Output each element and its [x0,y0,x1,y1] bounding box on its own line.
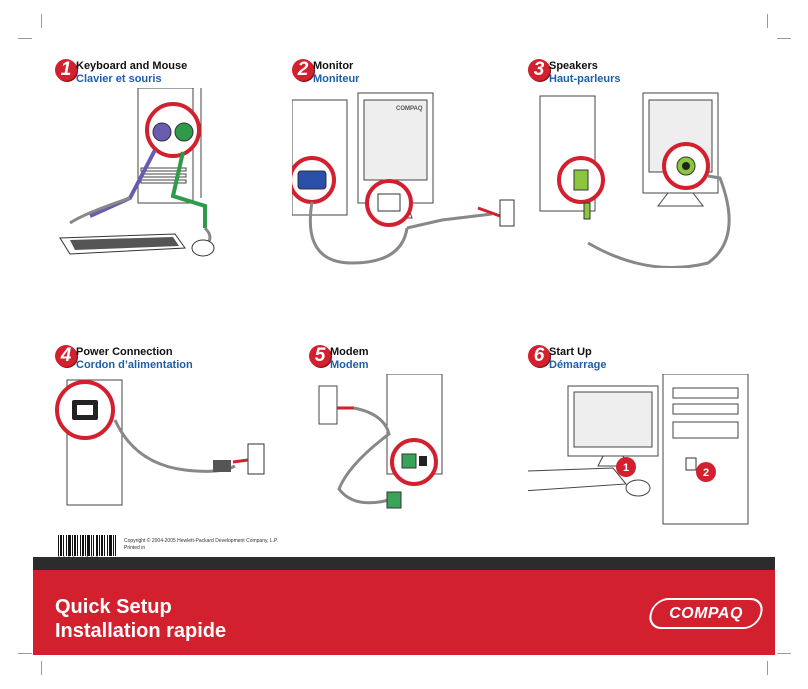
step-number-badge: 5 [309,345,331,367]
step-title-french: Cordon d’alimentation [76,359,193,371]
step-number-badge: 6 [528,345,550,367]
speakers-illustration [539,92,731,268]
keyboard-icon [59,233,186,255]
quick-setup-subtitle: Installation rapide [55,620,227,642]
step-title-english: Start Up [549,346,592,358]
step-title-english: Keyboard and Mouse [76,60,188,72]
step-number-badge: 1 [55,59,77,81]
crop-mark [41,14,42,28]
step-title-french: Haut-parleurs [549,73,621,85]
quick-setup-title: Quick Setup [55,596,172,618]
start-up-illustration: 1 2 [528,374,749,525]
step-title-french: Modem [330,359,369,371]
crop-mark [777,653,791,654]
step-title-english: Monitor [313,60,354,72]
crop-mark [41,661,42,675]
step-number-badge: 3 [528,59,550,81]
mouse-icon [191,239,215,257]
step-keyboard-mouse: 1 Keyboard and Mouse Clavier et souris [55,58,305,298]
step-power-connection: 4 Power Connection Cordon d’alimentation [55,344,305,584]
svg-text:1: 1 [623,462,629,474]
step-modem: 5 Modem Modem [309,344,559,584]
step-number-badge: 2 [292,59,314,81]
step-monitor: 2 Monitor Moniteur COMPAQ [292,58,542,298]
copyright-notice: Copyright © 2004-2005 Hewlett-Packard De… [124,538,278,552]
power-connection-illustration [55,379,265,506]
svg-text:2: 2 [703,467,709,479]
crop-mark [767,661,768,675]
compaq-logo-text: COMPAQ [669,605,743,622]
step-title-french: Moniteur [313,73,360,85]
step-start-up: 6 Start Up Démarrage 1 2 [528,344,778,584]
step-title-english: Power Connection [76,346,173,358]
crop-mark [777,38,791,39]
step-title-french: Démarrage [549,359,607,371]
monitor-illustration: COMPAQ [292,92,515,265]
crop-mark [18,653,32,654]
keyboard-mouse-illustration [59,88,215,257]
copyright-line: Copyright © 2004-2005 Hewlett-Packard De… [124,538,279,544]
crop-mark [18,38,32,39]
crop-mark [767,14,768,28]
footer-dark-bar [33,557,775,570]
svg-text:COMPAQ: COMPAQ [396,106,423,112]
step-title-english: Speakers [549,60,598,72]
barcode [58,535,116,556]
step-title-french: Clavier et souris [76,73,162,85]
step-number-badge: 4 [55,345,77,367]
step-speakers: 3 Speakers Haut-parleurs [528,58,778,298]
step-title-english: Modem [330,346,369,358]
compaq-logo: COMPAQ [646,598,766,629]
footer-red-banner: Quick Setup Installation rapide COMPAQ [33,570,775,655]
printed-in-line: Printed in [124,545,146,551]
modem-illustration [318,374,443,509]
